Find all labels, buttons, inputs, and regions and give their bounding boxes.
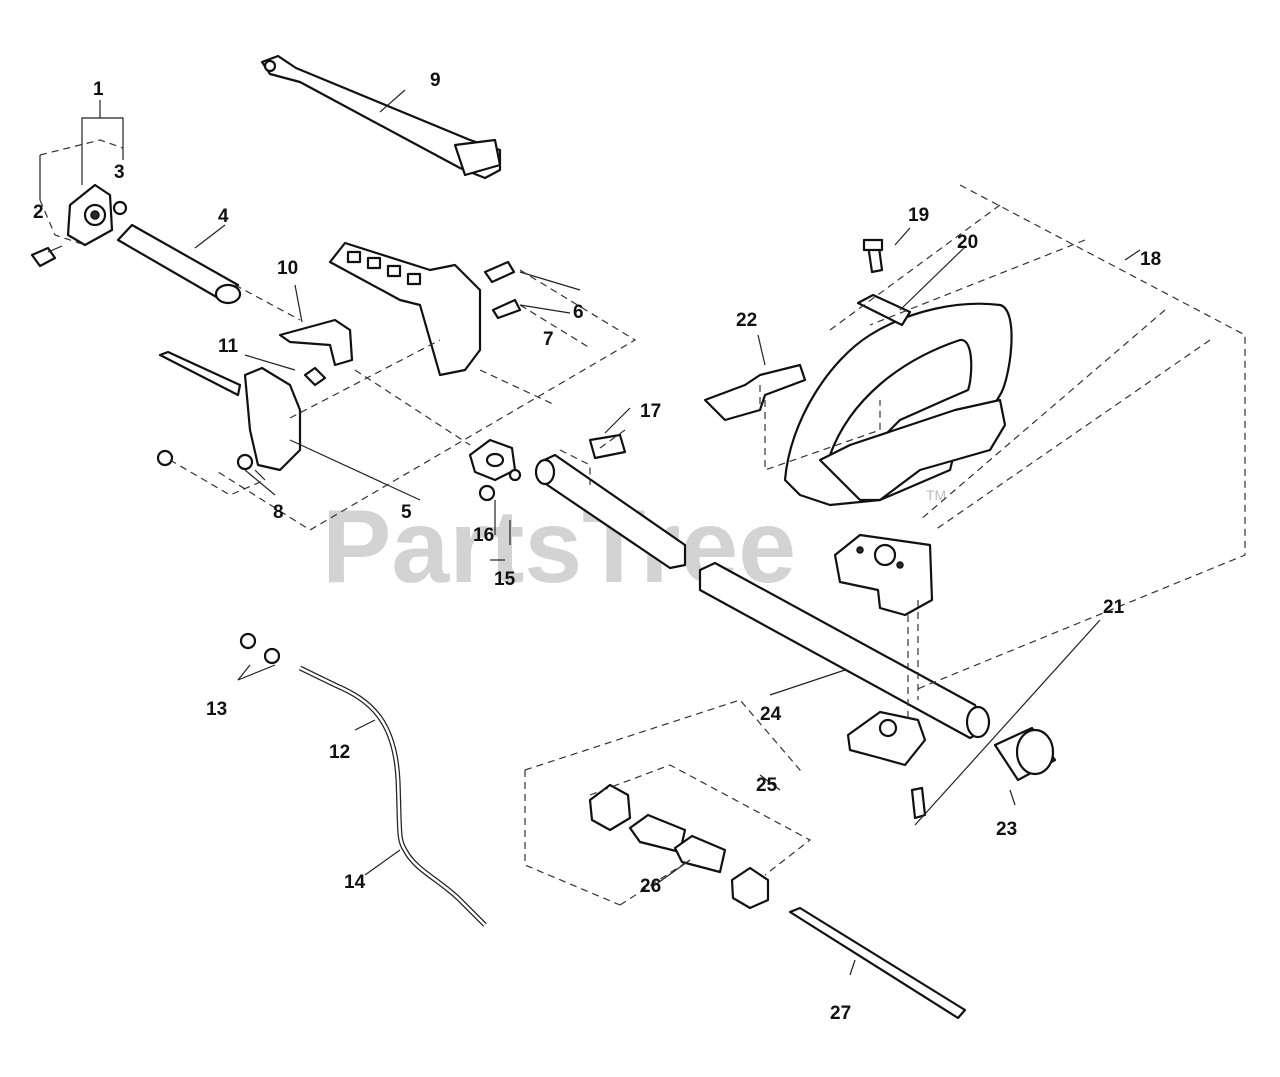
part-grip-tube-4 xyxy=(116,223,242,305)
part-bolt-19 xyxy=(862,238,884,274)
callout-15: 15 xyxy=(494,569,516,590)
callout-3: 3 xyxy=(114,162,125,183)
part-label-22 xyxy=(703,363,807,422)
callout-26: 26 xyxy=(640,876,661,897)
callout-8: 8 xyxy=(273,502,284,523)
callout-19: 19 xyxy=(908,205,929,226)
callout-16: 16 xyxy=(473,525,494,546)
part-trigger-10 xyxy=(278,318,354,367)
part-bolt-21 xyxy=(910,786,927,820)
part-plate-20 xyxy=(856,293,912,327)
callout-7: 7 xyxy=(543,329,554,350)
part-clamp-block-upper xyxy=(833,533,934,617)
callout-24: 24 xyxy=(760,704,782,725)
part-bearing-25-b xyxy=(730,866,770,910)
callout-27: 27 xyxy=(830,1003,851,1024)
part-handle-half-upper xyxy=(328,241,482,377)
part-bolt-7 xyxy=(491,298,522,320)
part-housing-1 xyxy=(66,183,114,247)
callout-13: 13 xyxy=(206,699,227,720)
part-bushing-26-b xyxy=(673,834,727,874)
part-spring-11 xyxy=(303,366,327,387)
part-screw-2 xyxy=(30,245,63,268)
part-drive-shaft-27 xyxy=(788,906,967,1020)
part-main-shaft-tube xyxy=(534,453,687,570)
callout-10: 10 xyxy=(277,258,298,279)
callout-18: 18 xyxy=(1140,249,1161,270)
callout-22: 22 xyxy=(736,310,757,331)
part-shaft-tube-24 xyxy=(698,561,991,740)
part-nut-3 xyxy=(112,200,128,216)
part-bushing-23 xyxy=(993,726,1057,782)
part-throttle-rod xyxy=(260,54,502,180)
callout-20: 20 xyxy=(957,232,978,253)
part-nuts-8 xyxy=(156,449,254,471)
callout-1: 1 xyxy=(93,79,104,100)
part-bushing-26-a xyxy=(628,813,687,854)
callout-17: 17 xyxy=(640,401,661,422)
leader-lines xyxy=(39,89,1141,976)
watermark-tm: TM xyxy=(926,487,946,503)
callout-23: 23 xyxy=(996,819,1017,840)
callout-14: 14 xyxy=(344,872,366,893)
callout-6: 6 xyxy=(573,302,584,323)
dashed-lines xyxy=(39,139,1246,906)
part-clamp-15 xyxy=(468,438,517,482)
part-nuts-13 xyxy=(239,632,281,665)
callout-11: 11 xyxy=(218,336,239,357)
part-bolt-16 xyxy=(478,468,522,502)
callout-21: 21 xyxy=(1103,597,1125,618)
part-loop-handle-18 xyxy=(783,302,1013,507)
callout-5: 5 xyxy=(401,502,412,523)
callout-labels: 1 2 3 4 5 6 7 8 9 10 11 12 13 14 15 16 1… xyxy=(33,70,1161,1024)
part-bearing-25-a xyxy=(588,783,632,832)
part-label-17 xyxy=(588,433,627,460)
callout-12: 12 xyxy=(329,742,350,763)
part-throttle-cable xyxy=(298,665,487,927)
callout-25: 25 xyxy=(756,775,778,796)
part-clamp-block-lower xyxy=(846,710,927,767)
callout-9: 9 xyxy=(430,70,441,91)
part-bolt-6 xyxy=(483,260,516,284)
callout-2: 2 xyxy=(33,202,44,223)
callout-4: 4 xyxy=(218,206,229,227)
part-handle-half-lower xyxy=(158,350,302,472)
